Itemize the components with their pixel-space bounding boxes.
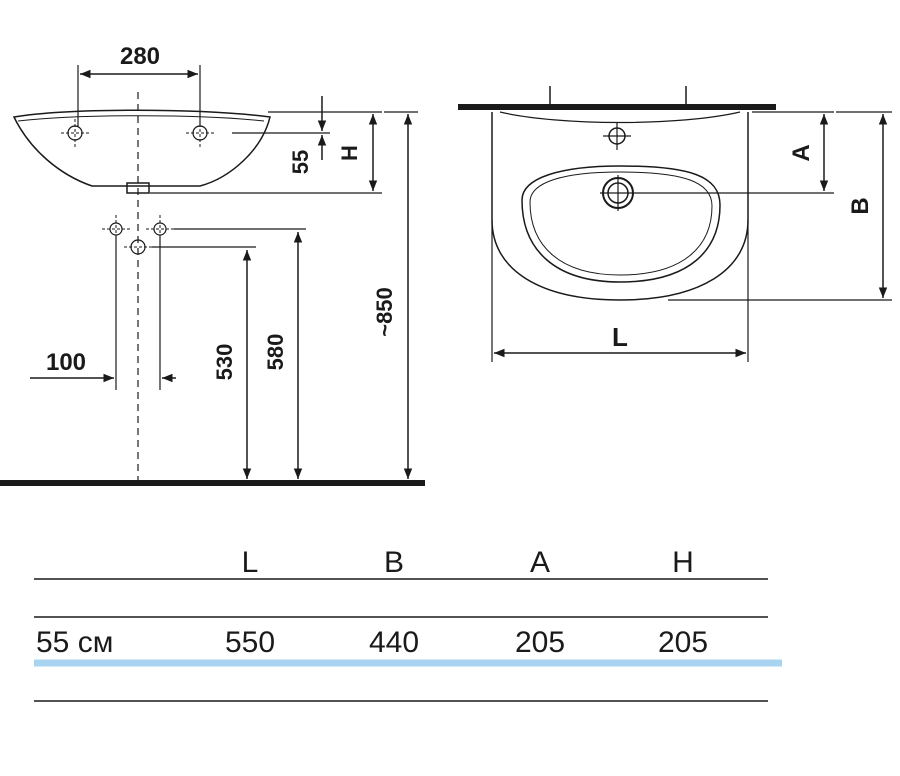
dim-label-55: 55: [288, 150, 313, 174]
dim-label-580: 580: [263, 334, 288, 371]
side-elevation-view: 280 55 H ~850 100: [0, 43, 425, 486]
table-row-label: 55 см: [36, 626, 113, 659]
tap-hole-top-icon: [603, 122, 631, 150]
dim-label-a: A: [788, 144, 815, 161]
top-plan-view: A B L: [458, 86, 892, 362]
basin-side-outline: [12, 109, 271, 187]
dim-label-100: 100: [46, 349, 86, 376]
table-header-b: B: [384, 546, 404, 579]
basin-back-rim: [499, 111, 741, 124]
supply-connection-icons: [102, 215, 174, 255]
table-header-l: L: [242, 546, 259, 579]
table-header-a: A: [530, 546, 550, 579]
dim-label-850: ~850: [372, 287, 397, 337]
dimension-table: L B A H 55 см 550 440 205 205: [34, 546, 782, 702]
table-cell-h: 205: [658, 626, 708, 659]
table-cell-l: 550: [225, 626, 275, 659]
basin-top-outline: [491, 112, 749, 301]
basin-rim-inner: [17, 115, 265, 122]
table-cell-b: 440: [369, 626, 419, 659]
dim-label-b: B: [847, 197, 874, 214]
table-header-h: H: [672, 546, 694, 579]
drain-hole-icon: [600, 175, 636, 211]
dim-label-530: 530: [212, 344, 237, 381]
dim-label-h: H: [337, 145, 362, 161]
dim-label-280: 280: [120, 43, 160, 70]
tap-hole-left-icon: [61, 119, 89, 148]
basin-bowl-outline: [521, 165, 721, 283]
table-cell-a: 205: [515, 626, 565, 659]
dim-label-l: L: [612, 322, 628, 352]
